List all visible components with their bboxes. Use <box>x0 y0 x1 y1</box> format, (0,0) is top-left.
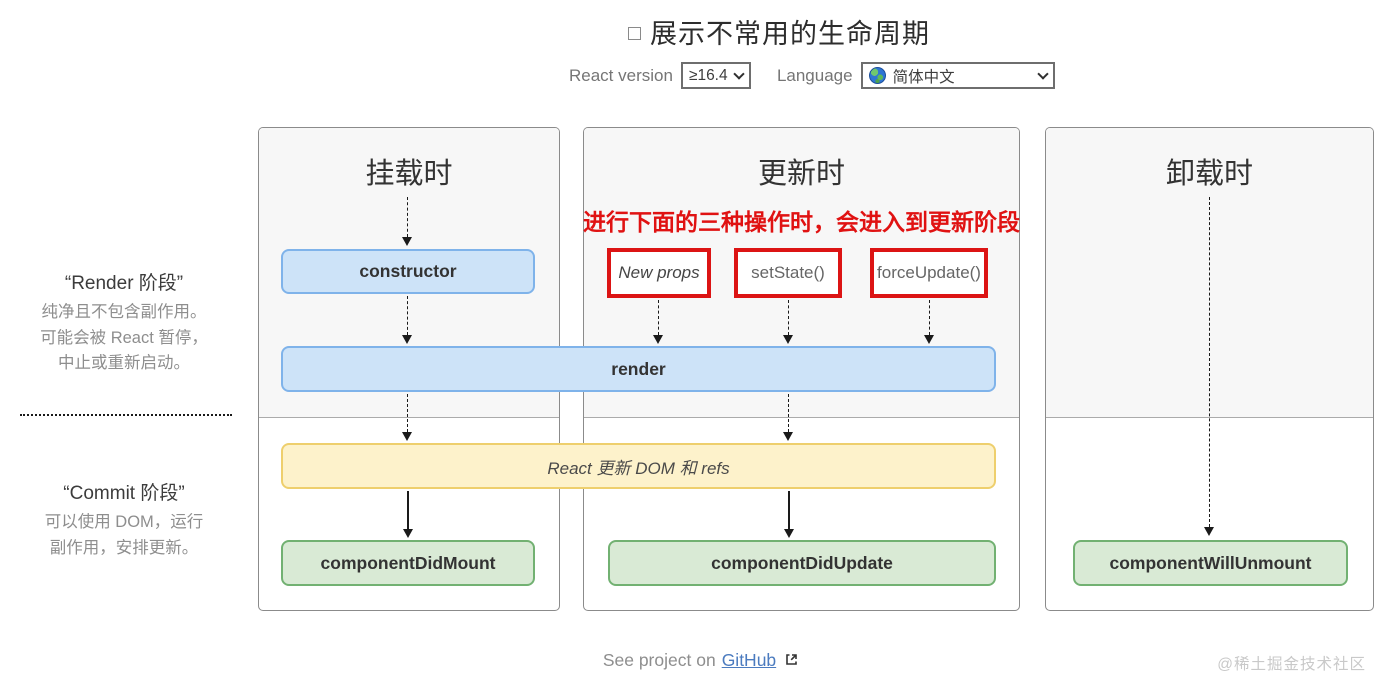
componentwillunmount-box[interactable]: componentWillUnmount <box>1073 540 1348 586</box>
react-version-value: ≥16.4 <box>688 66 728 84</box>
constructor-box[interactable]: constructor <box>281 249 535 294</box>
trigger-setstate-link[interactable]: setState() <box>734 248 842 298</box>
column-updating-header: 更新时 <box>757 158 845 190</box>
commit-phase-description: 可以使用 DOM，运行 副作用，安排更新。 <box>44 513 204 557</box>
arrow-setstate-to-render <box>783 300 793 344</box>
arrow-render-to-domupdate-update <box>783 394 793 441</box>
footer-text: See project on <box>602 649 716 670</box>
react-version-label: React version <box>569 65 673 85</box>
juejin-watermark: @稀土掘金技术社区 <box>1217 656 1366 673</box>
github-link[interactable]: GitHub <box>721 649 777 670</box>
trigger-new-props: New props <box>607 248 711 298</box>
react-version-select[interactable]: ≥16.4 <box>680 62 751 89</box>
language-value: 简体中文 <box>892 68 955 86</box>
arrow-render-to-domupdate-mount <box>402 394 412 441</box>
arrow-unmount-to-willunmount <box>1204 197 1214 536</box>
page-title: 展示不常用的生命周期 <box>650 19 930 49</box>
external-link-icon <box>784 651 799 672</box>
componentdidupdate-box[interactable]: componentDidUpdate <box>608 540 996 586</box>
commit-phase-title: “Commit 阶段” <box>63 483 185 504</box>
arrow-domupdate-to-didmount <box>403 491 413 538</box>
render-phase-description: 纯净且不包含副作用。 可能会被 React 暂停， 中止或重新启动。 <box>40 303 208 372</box>
diagram-controls: React version ≥16.4 Language 简体中文 <box>569 62 1055 89</box>
render-box[interactable]: render <box>281 346 996 392</box>
componentdidmount-box[interactable]: componentDidMount <box>281 540 535 586</box>
arrow-constructor-to-render <box>402 296 412 344</box>
chevron-down-icon <box>1036 67 1049 80</box>
phase-divider-dotted-line <box>20 414 232 416</box>
react-updates-dom-and-refs-box: React 更新 DOM 和 refs <box>281 443 996 489</box>
update-triggers-annotation: 进行下面的三种操作时，会进入到更新阶段 <box>583 209 1020 235</box>
language-select[interactable]: 简体中文 <box>860 62 1055 89</box>
footer: See project on GitHub <box>0 648 1378 672</box>
arrow-forceupdate-to-render <box>924 300 934 344</box>
column-mounting-header: 挂载时 <box>365 158 453 190</box>
globe-icon <box>868 67 886 84</box>
arrow-domupdate-to-didupdate <box>784 491 794 538</box>
render-phase-title: “Render 阶段” <box>64 273 184 294</box>
column-unmounting-header: 卸载时 <box>1165 158 1253 190</box>
trigger-forceupdate-link[interactable]: forceUpdate() <box>870 248 988 298</box>
arrow-newprops-to-render <box>653 300 663 344</box>
language-label: Language <box>776 65 853 85</box>
chevron-down-icon <box>733 67 745 80</box>
arrow-mount-to-constructor <box>402 197 412 246</box>
page-title-row: 展示不常用的生命周期 <box>628 12 930 51</box>
show-less-common-lifecycles-checkbox[interactable] <box>628 26 641 40</box>
